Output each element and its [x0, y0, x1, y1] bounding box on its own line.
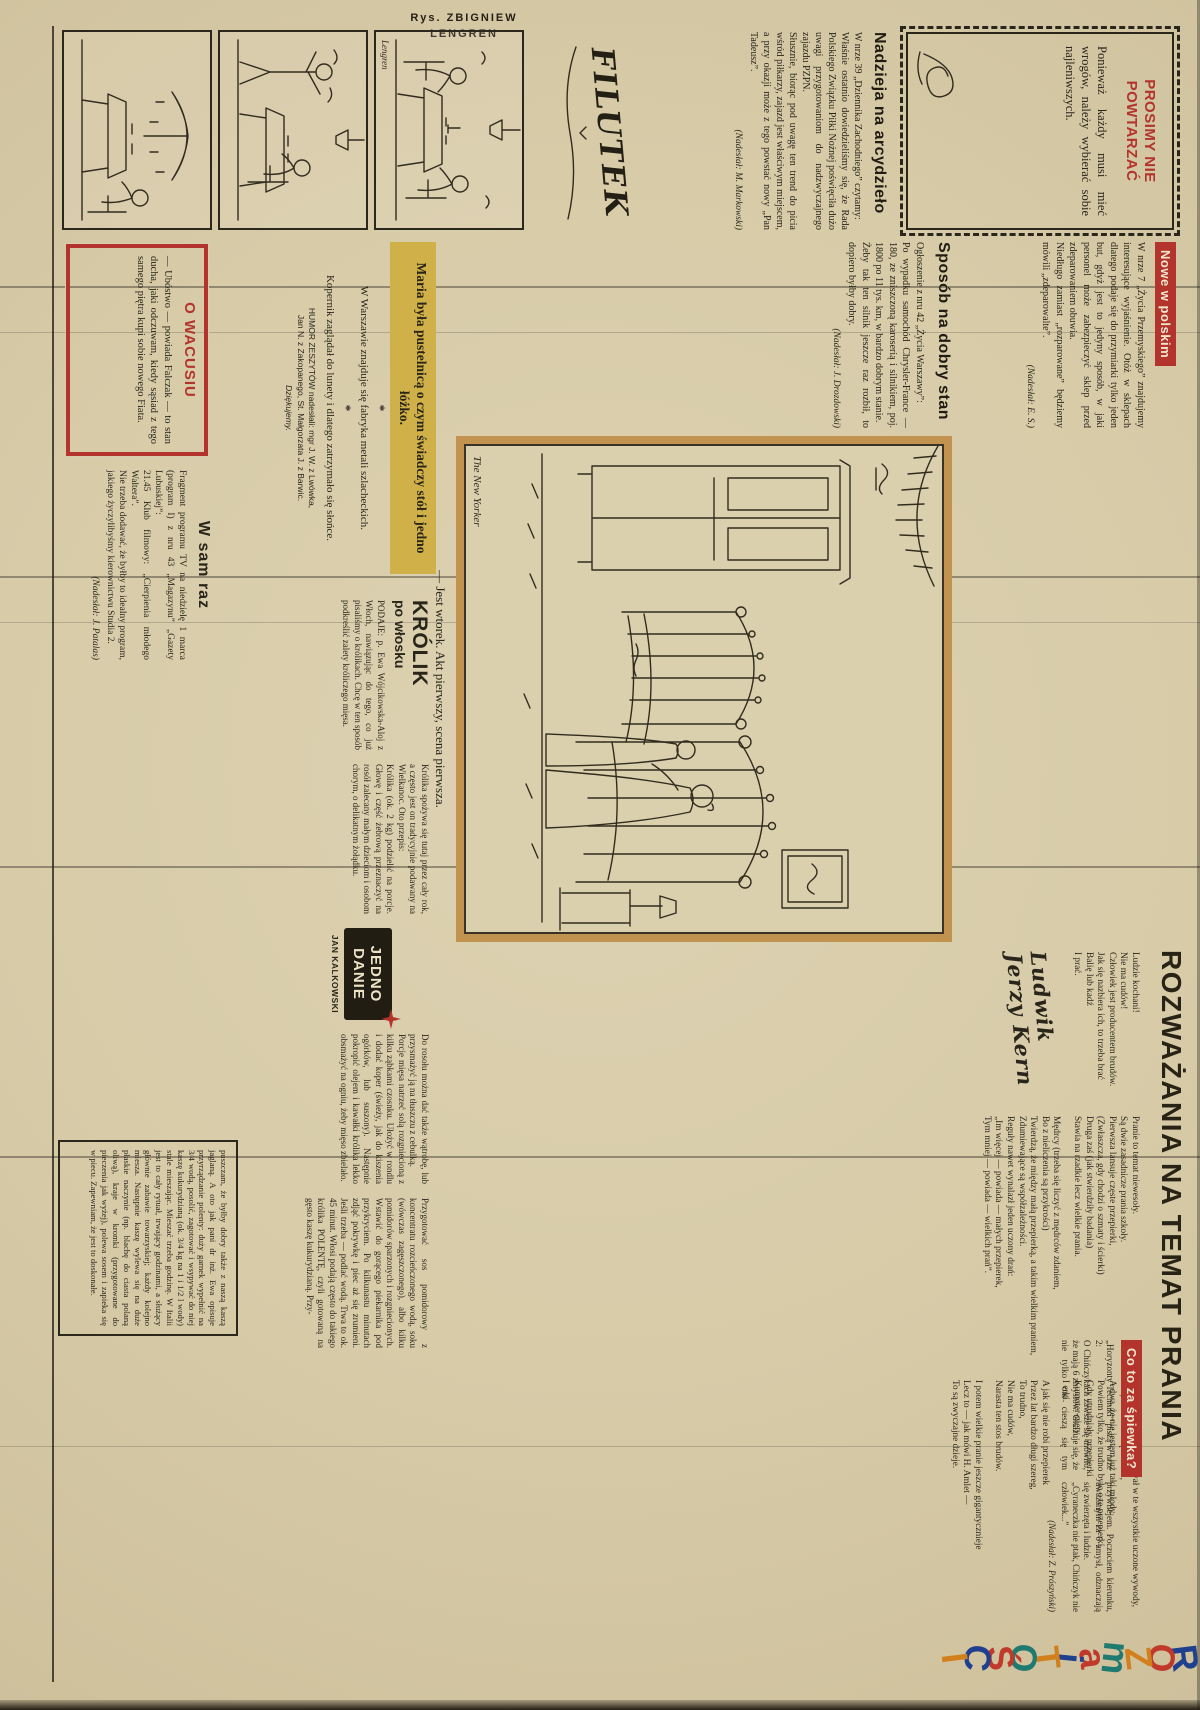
star-icon	[381, 1009, 401, 1029]
poem-stanza: Mędrcy (trzeba się liczyć z mędrców zdan…	[981, 1116, 1062, 1356]
poem-byline: Ludwik Jerzy Kern	[1002, 950, 1059, 1088]
jedno-danie-line2: DANIE	[350, 948, 367, 1000]
recipe-text-col: Królika spożywa się tutaj przez cały rok…	[350, 764, 430, 914]
article-nowe-body: W nrze 7 „Życia Przemyskiego” znajdujemy…	[1040, 242, 1147, 428]
recipe-continuation-box: puszczam, że byłby dobry także z naszą k…	[58, 1140, 238, 1336]
separator-star: *	[373, 404, 388, 412]
jedno-danie-box: JEDNO DANIE	[344, 928, 401, 1029]
recipe-text: Do rosołu można dać także wątrobę, lub p…	[339, 1034, 431, 1184]
recipe-text-col: PODAJE: p. Ewa Wójcikowska-Aloj z Włoch,…	[341, 600, 387, 750]
comic-panel-2-drawing	[237, 39, 365, 221]
humor-item: W Warszawie znajduje się fabryka metali …	[358, 286, 370, 530]
article-nowe-credit: (Nadesłał: E. S.)	[1025, 364, 1035, 428]
cartoon-drawing	[523, 445, 939, 931]
cartoon-source-credit: The New Yorker	[471, 456, 483, 527]
article-spiewka: Co to za śpiewka? „Horyzonty Techniki” p…	[1046, 1340, 1142, 1612]
humor-zeszytow-block: Maria była pustelnicą o czym świadczy st…	[284, 242, 436, 574]
masthead-rozmaitosci: R O Z m a i T O Ś C I	[934, 1616, 1200, 1700]
artist-credit: Rys. ZBIGNIEW LENGREN	[410, 12, 518, 40]
article-sposob-title: Sposób na dobry stan	[935, 242, 952, 421]
notice-title: PROSIMY NIE POWTARZAĆ	[1123, 79, 1158, 183]
comic-panel-1: Lengren	[374, 30, 524, 230]
poem-stanza: I potem wielkie pranie jeszcze gigantycz…	[949, 1380, 983, 1550]
poem-column-2: Pranie to temat niewesoły. Są dwie zasad…	[939, 1116, 1140, 1364]
notice-body: Ponieważ każdy musi mieć wrogów, należy …	[1063, 46, 1109, 216]
article-wsamraz-body: Fragment programu TV na niedzielę 1 marc…	[105, 470, 187, 660]
comic-panel-1-drawing: Lengren	[380, 39, 521, 221]
box-o-wacusiu: O WACUSIU — Ubóstwo — powiada Falczak — …	[66, 244, 208, 456]
separator-star: *	[339, 404, 355, 412]
box-o-wacusiu-title: O WACUSIU	[181, 302, 198, 398]
article-nadzieja: Nadzieja na arcydzieło W nrze 39 „Dzienn…	[732, 32, 888, 230]
article-sposob-credit: (Nadesłał: J. Drozdowski)	[831, 328, 841, 428]
comic-panel-2	[218, 30, 368, 230]
new-yorker-cartoon: The New Yorker	[456, 436, 952, 942]
recipe-title: KRÓLIK	[408, 600, 431, 687]
recipe-text: Królika spożywa się tutaj przez cały rok…	[351, 764, 430, 914]
recipe-text-col: Do rosołu można dać także wątrobę, lub p…	[338, 1034, 431, 1184]
article-spiewka-title: Co to za śpiewka?	[1121, 1340, 1142, 1478]
scribble-icon	[917, 51, 954, 98]
recipe-continuation-text: puszczam, że byłby dobry także z naszą k…	[89, 1150, 229, 1326]
article-wsamraz-credit: (Nadesłał: J. Patalas)	[90, 576, 100, 660]
article-sposob-body: Ogłoszenie z nru 42 „Życia Warszawy”: Po…	[846, 242, 926, 428]
article-nowe-title: Nowe w polskim	[1155, 242, 1176, 367]
article-wsamraz-title: W sam raz	[195, 520, 212, 610]
bottom-rule	[52, 26, 54, 1682]
humor-quote-highlighted: Maria była pustelnicą o czym świadczy st…	[390, 242, 436, 574]
poem-stanza: Pranie to temat niewesoły. Są dwie zasad…	[1072, 1116, 1140, 1275]
flourish-icon	[566, 45, 587, 220]
comic-panel-3	[62, 30, 212, 230]
comic-signature: Lengren	[380, 39, 390, 70]
humor-item: Kopernik zaglądał do lunety i dlatego za…	[324, 274, 337, 542]
poem-stanza: A jak się nie robi przepierek Przez lat …	[993, 1380, 1050, 1490]
article-spiewka-body: „Horyzonty Techniki” piszą w nrze 2: O C…	[1059, 1340, 1115, 1612]
comic-panel-3-drawing	[81, 39, 189, 221]
article-nadzieja-body: W nrze 39 „Dziennika Zachodniego” czytam…	[748, 32, 863, 230]
cartoon-caption: — Jest wtorek. Akt pierwszy, scena pierw…	[433, 570, 448, 808]
poem-headline: ROZWAŻANIA NA TEMAT PRANIA	[1156, 950, 1187, 1443]
filutek-logo-text: FILUTEK	[583, 45, 635, 220]
jedno-danie-line1: JEDNO	[367, 945, 384, 1003]
column-b: Nowe w polskim W nrze 7 „Życia Przemyski…	[830, 242, 1176, 428]
recipe-subtitle: po włosku	[392, 600, 408, 669]
recipe-text-col: Przygotować sos pomidorowy z koncentratu…	[304, 1198, 430, 1348]
jedno-danie-author: JAN KALKOWSKI	[330, 934, 340, 1014]
notice-box-prosimy: PROSIMY NIE POWTARZAĆ Ponieważ każdy mus…	[897, 27, 1183, 235]
recipe-header-col: KRÓLIK po włosku PODAJE: p. Ewa Wójcikow…	[340, 600, 432, 750]
masthead-letter: I	[933, 1650, 976, 1666]
article-nadzieja-title: Nadzieja na arcydzieło	[871, 32, 888, 214]
box-o-wacusiu-body: — Ubóstwo — powiada Falczak — to stan du…	[135, 256, 173, 444]
article-wsamraz: W sam raz Fragment programu TV na niedzi…	[89, 470, 212, 660]
recipe-column-jedno-danie: KRÓLIK po włosku PODAJE: p. Ewa Wójcikow…	[304, 600, 431, 1352]
recipe-text: Przygotować sos pomidorowy z koncentratu…	[305, 1198, 430, 1348]
jedno-danie-logo: JEDNO DANIE JAN KALKOWSKI	[330, 928, 401, 1029]
poem-column-1: Ludzie kochani! Nie ma cudów! Człowiek j…	[939, 950, 1140, 1100]
article-spiewka-credit: (Nadesłał: Z. Prószyński)	[1046, 1520, 1057, 1612]
filutek-logo: FILUTEK	[534, 35, 644, 230]
humor-credit: HUMOR ZESZYTÓW nadesłali: mgr J. W. z Lw…	[296, 307, 318, 509]
article-nadzieja-credit: (Nadesłał: M. Markowski)	[733, 129, 743, 230]
humor-thanks: Dziękujemy.	[284, 385, 294, 431]
poem-stanza: Ludzie kochani! Nie ma cudów! Człowiek j…	[1072, 952, 1140, 1087]
page-torn-edge	[0, 1700, 1200, 1710]
